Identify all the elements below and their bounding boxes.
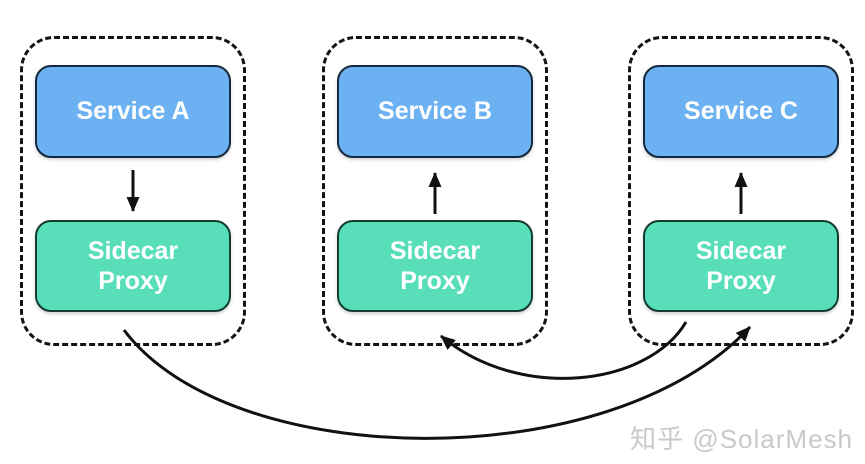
service-a-label: Service A: [76, 97, 190, 126]
service-c-box: Service C: [643, 65, 839, 158]
pod-a-container: Service A Sidecar Proxy: [20, 36, 246, 346]
service-c-label: Service C: [684, 97, 798, 126]
sidecar-proxy-a-label-line2: Proxy: [98, 267, 168, 295]
service-a-box: Service A: [35, 65, 231, 158]
sidecar-proxy-b-box: Sidecar Proxy: [337, 220, 533, 312]
sidecar-proxy-c-box: Sidecar Proxy: [643, 220, 839, 312]
sidecar-proxy-b-label-line2: Proxy: [400, 267, 470, 295]
watermark: 知乎 @SolarMesh: [630, 424, 853, 454]
sidecar-proxy-a-label-line1: Sidecar: [87, 236, 179, 265]
sidecar-proxy-a-box: Sidecar Proxy: [35, 220, 231, 312]
service-b-label: Service B: [378, 97, 492, 126]
pod-c-container: Service C Sidecar Proxy: [628, 36, 854, 346]
sidecar-proxy-c-label-line2: Proxy: [706, 267, 776, 295]
service-b-box: Service B: [337, 65, 533, 158]
sidecar-proxy-c-label-line1: Sidecar: [695, 236, 787, 265]
pod-b-container: Service B Sidecar Proxy: [322, 36, 548, 346]
sidecar-proxy-b-label-line1: Sidecar: [389, 236, 481, 265]
